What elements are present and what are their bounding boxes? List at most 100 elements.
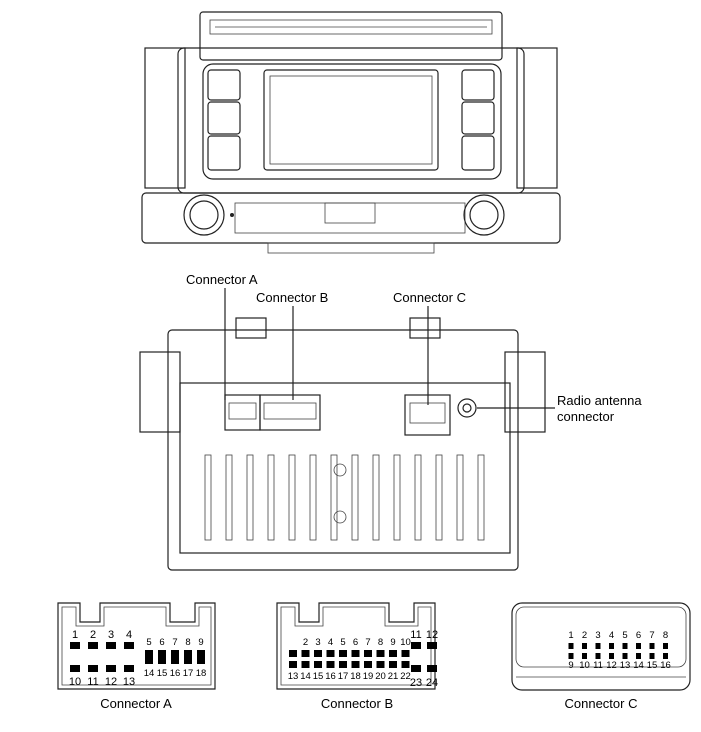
- pin-terminal: [636, 653, 641, 659]
- pin-number: 7: [172, 637, 177, 648]
- pin-3: 3: [314, 637, 322, 657]
- pin-number: 5: [340, 637, 345, 648]
- pin-14: 14: [633, 653, 644, 671]
- pin-number: 1: [72, 629, 78, 641]
- pin-number: 3: [108, 629, 114, 641]
- pin-terminal: [314, 650, 322, 657]
- pin-number: 12: [426, 629, 438, 641]
- pin-terminal: [106, 665, 116, 672]
- pin-terminal: [364, 650, 372, 657]
- pin-terminal: [106, 642, 116, 649]
- pin-6: 6: [351, 637, 360, 657]
- pin-6: 6: [158, 637, 166, 657]
- pin-21: 21: [388, 661, 398, 682]
- pin-terminal: [663, 653, 668, 659]
- pin-number: 4: [609, 630, 614, 641]
- pin-terminal: [70, 665, 80, 672]
- pin-number: 10: [69, 676, 81, 688]
- pin-15: 15: [157, 657, 168, 679]
- pin-terminal: [171, 657, 179, 664]
- vent-slot: [267, 454, 275, 541]
- pin-14: 14: [144, 657, 154, 679]
- pin-5: 5: [622, 630, 628, 649]
- vent-slot: [456, 454, 464, 541]
- pin-4: 4: [124, 629, 134, 649]
- pin-number: 9: [390, 637, 395, 648]
- vent-slot: [225, 454, 233, 541]
- pin-number: 22: [400, 671, 411, 682]
- pin-number: 15: [157, 668, 168, 679]
- left-buttons: [207, 69, 241, 171]
- pin-7: 7: [171, 637, 179, 657]
- pin-number: 7: [365, 637, 370, 648]
- pin-terminal: [649, 653, 655, 659]
- connector-b-caption: Connector B: [321, 696, 393, 711]
- pin-10: 10: [69, 665, 81, 688]
- pin-8: 8: [663, 630, 668, 649]
- pin-15: 15: [313, 661, 323, 682]
- pin-number: 23: [410, 677, 422, 689]
- pin-3: 3: [106, 629, 116, 649]
- pin-17: 17: [183, 657, 193, 679]
- pin-terminal: [649, 643, 655, 649]
- connector-b-face: Connector B: [276, 602, 436, 711]
- pin-terminal: [411, 665, 421, 672]
- pin-2: 2: [301, 637, 310, 657]
- pin-terminal: [351, 661, 360, 668]
- pin-terminal: [339, 661, 347, 668]
- pin-10: 10: [400, 637, 411, 657]
- pin-5: 5: [339, 637, 347, 657]
- pin-13: 13: [123, 665, 135, 688]
- pin-16: 16: [660, 653, 671, 671]
- left-knob: [183, 194, 225, 236]
- pin-terminal: [376, 650, 385, 657]
- pin-number: 6: [353, 637, 358, 648]
- pin-11: 11: [410, 629, 422, 649]
- vent-slot: [393, 454, 401, 541]
- pin-number: 2: [90, 629, 96, 641]
- pin-1: 1: [568, 630, 574, 649]
- pin-8: 8: [376, 637, 385, 657]
- pin-14: 14: [300, 661, 311, 682]
- pin-terminal: [595, 653, 601, 659]
- pin-number: 12: [606, 660, 617, 671]
- connector-c-face: Connector C: [511, 602, 691, 711]
- pin-number: 14: [633, 660, 644, 671]
- head-unit-front-view: [141, 11, 561, 254]
- pin-terminal: [609, 653, 614, 659]
- pin-number: 19: [363, 671, 374, 682]
- pin-number: 4: [126, 629, 132, 641]
- pin-6: 6: [636, 630, 641, 649]
- pin-3: 3: [595, 630, 601, 649]
- pin-terminal: [401, 650, 410, 657]
- pin-number: 18: [196, 668, 207, 679]
- pin-terminal: [289, 661, 297, 668]
- pin-number: 8: [663, 630, 668, 641]
- pin-19: 19: [363, 661, 374, 682]
- pin-terminal: [401, 661, 410, 668]
- pin-terminal: [595, 643, 601, 649]
- pin-terminal: [376, 661, 385, 668]
- pin-terminal: [314, 661, 322, 668]
- vent-slot: [309, 454, 317, 541]
- pin-number: 8: [378, 637, 383, 648]
- pin-terminal: [663, 643, 668, 649]
- pin-number: 7: [649, 630, 654, 641]
- pin-11: 11: [87, 665, 99, 688]
- vent-slot: [330, 454, 338, 541]
- pin-10: 10: [579, 653, 590, 671]
- pin-terminal: [568, 653, 574, 659]
- pin-9: 9: [568, 653, 574, 671]
- pin-number: 9: [568, 660, 573, 671]
- vent-slot: [372, 454, 380, 541]
- pin-terminal: [158, 650, 166, 657]
- pin-number: 10: [579, 660, 590, 671]
- pin-number: 13: [620, 660, 631, 671]
- pin-terminal: [171, 650, 179, 657]
- pin-terminal: [301, 661, 310, 668]
- pin-number: 6: [159, 637, 164, 648]
- pin-terminal: [124, 642, 134, 649]
- pin-5: 5: [145, 637, 153, 657]
